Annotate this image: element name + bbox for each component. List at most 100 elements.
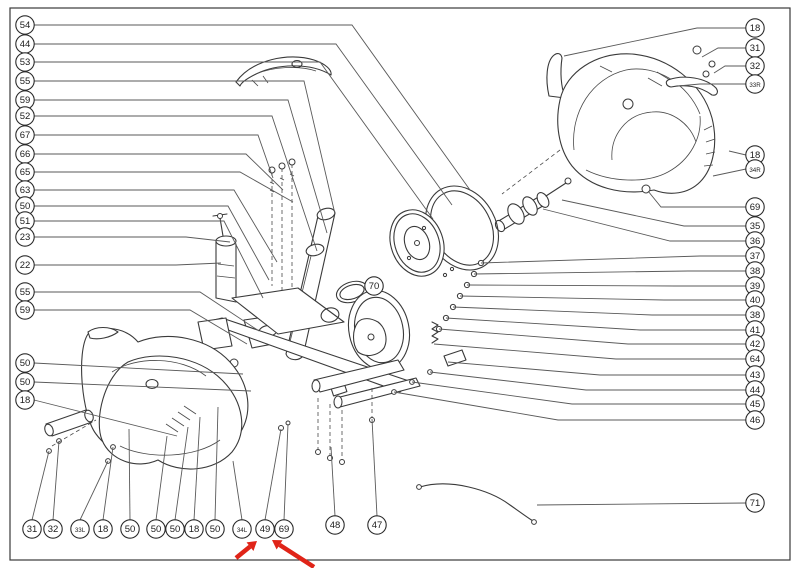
svg-text:49: 49 (260, 524, 271, 535)
leader-line-71 (536, 502, 747, 506)
washer-icon (702, 70, 710, 78)
svg-text:41: 41 (750, 325, 761, 336)
leader-line-42 (438, 328, 746, 345)
svg-text:42: 42 (750, 339, 761, 350)
leader-line-38 (452, 306, 746, 316)
leader-line-44 (429, 371, 746, 391)
callout-50: 50 (205, 519, 225, 539)
svg-text:65: 65 (20, 167, 31, 178)
leader-line-50 (34, 205, 270, 281)
leader-line-18 (563, 27, 746, 57)
leader-line-59 (34, 309, 248, 345)
leader-line-37 (480, 255, 746, 264)
callout-70: 70 (364, 276, 384, 296)
leader-line-50 (33, 362, 244, 375)
leader-line-32 (713, 65, 746, 74)
shroud-trim-part (87, 326, 119, 340)
svg-text:23: 23 (20, 232, 31, 243)
svg-text:33L: 33L (75, 527, 86, 534)
svg-text:67: 67 (20, 130, 31, 141)
svg-text:48: 48 (330, 520, 341, 531)
svg-text:47: 47 (372, 520, 383, 531)
svg-text:18: 18 (750, 23, 761, 34)
callout-39: 39 (745, 276, 765, 296)
svg-text:55: 55 (20, 287, 31, 298)
callout-40: 40 (745, 290, 765, 310)
callout-65: 65 (15, 162, 35, 182)
leader-line-53 (34, 61, 434, 220)
callout-50: 50 (15, 353, 35, 373)
callout-33L: 33L (70, 519, 90, 539)
svg-text:59: 59 (20, 95, 31, 106)
callout-18: 18 (15, 390, 35, 410)
callout-46: 46 (745, 410, 765, 430)
callout-34R: 34R (745, 159, 765, 179)
svg-text:59: 59 (20, 305, 31, 316)
leader-line-18 (102, 446, 114, 521)
svg-text:51: 51 (20, 216, 31, 227)
svg-text:54: 54 (20, 20, 31, 31)
svg-text:50: 50 (170, 524, 181, 535)
callout-67: 67 (15, 125, 35, 145)
svg-text:37: 37 (750, 251, 761, 262)
svg-text:34R: 34R (749, 167, 761, 174)
svg-text:33R: 33R (749, 82, 761, 89)
leader-line-18 (728, 150, 747, 156)
leader-line-49 (264, 428, 282, 521)
svg-text:64: 64 (750, 354, 761, 365)
leader-line-43 (447, 361, 746, 376)
svg-text:63: 63 (20, 185, 31, 196)
callout-34L: 34L (232, 519, 252, 539)
callout-55: 55 (15, 282, 35, 302)
callout-53: 53 (15, 52, 35, 72)
callout-44: 44 (15, 34, 35, 54)
leader-line-36 (542, 208, 746, 242)
svg-text:44: 44 (20, 39, 31, 50)
leader-line-33R (677, 83, 746, 87)
leader-line-51 (34, 220, 264, 299)
callout-50: 50 (146, 519, 166, 539)
callout-50: 50 (120, 519, 140, 539)
axle-assembly (494, 177, 572, 233)
svg-text:18: 18 (98, 524, 109, 535)
callout-51: 51 (15, 211, 35, 231)
svg-text:71: 71 (750, 498, 761, 509)
svg-text:69: 69 (750, 202, 761, 213)
svg-text:45: 45 (750, 399, 761, 410)
svg-text:38: 38 (750, 266, 761, 277)
svg-text:50: 50 (20, 358, 31, 369)
leader-line-45 (411, 381, 746, 405)
screw-icon (692, 45, 702, 55)
svg-text:50: 50 (125, 524, 136, 535)
leader-line-50 (128, 428, 131, 521)
leader-line-55 (34, 291, 260, 332)
leader-line-31 (701, 47, 746, 58)
leader-line-34L (232, 460, 243, 521)
frame-beam-part (197, 287, 421, 409)
leader-line-55 (34, 80, 336, 215)
svg-text:34L: 34L (237, 527, 248, 534)
svg-text:38: 38 (750, 310, 761, 321)
callout-52: 52 (15, 106, 35, 126)
callout-69: 69 (745, 197, 765, 217)
svg-text:50: 50 (210, 524, 221, 535)
svg-text:32: 32 (750, 61, 761, 72)
leader-line-69 (647, 190, 746, 208)
svg-text:50: 50 (20, 377, 31, 388)
callout-50: 50 (15, 372, 35, 392)
callout-18: 18 (184, 519, 204, 539)
callout-48: 48 (325, 515, 345, 535)
flywheel-part (389, 209, 445, 277)
leader-line-50 (214, 406, 219, 521)
leader-line-32 (52, 440, 60, 521)
svg-text:36: 36 (750, 236, 761, 247)
callout-49: 49 (255, 519, 275, 539)
leader-line-31 (31, 450, 50, 521)
svg-text:40: 40 (750, 295, 761, 306)
leader-line-50 (155, 435, 168, 521)
leader-line-54 (34, 24, 471, 191)
seat-post-part (212, 213, 237, 303)
callout-31: 31 (745, 38, 765, 58)
callout-31: 31 (22, 519, 42, 539)
leader-line-66 (34, 153, 284, 191)
